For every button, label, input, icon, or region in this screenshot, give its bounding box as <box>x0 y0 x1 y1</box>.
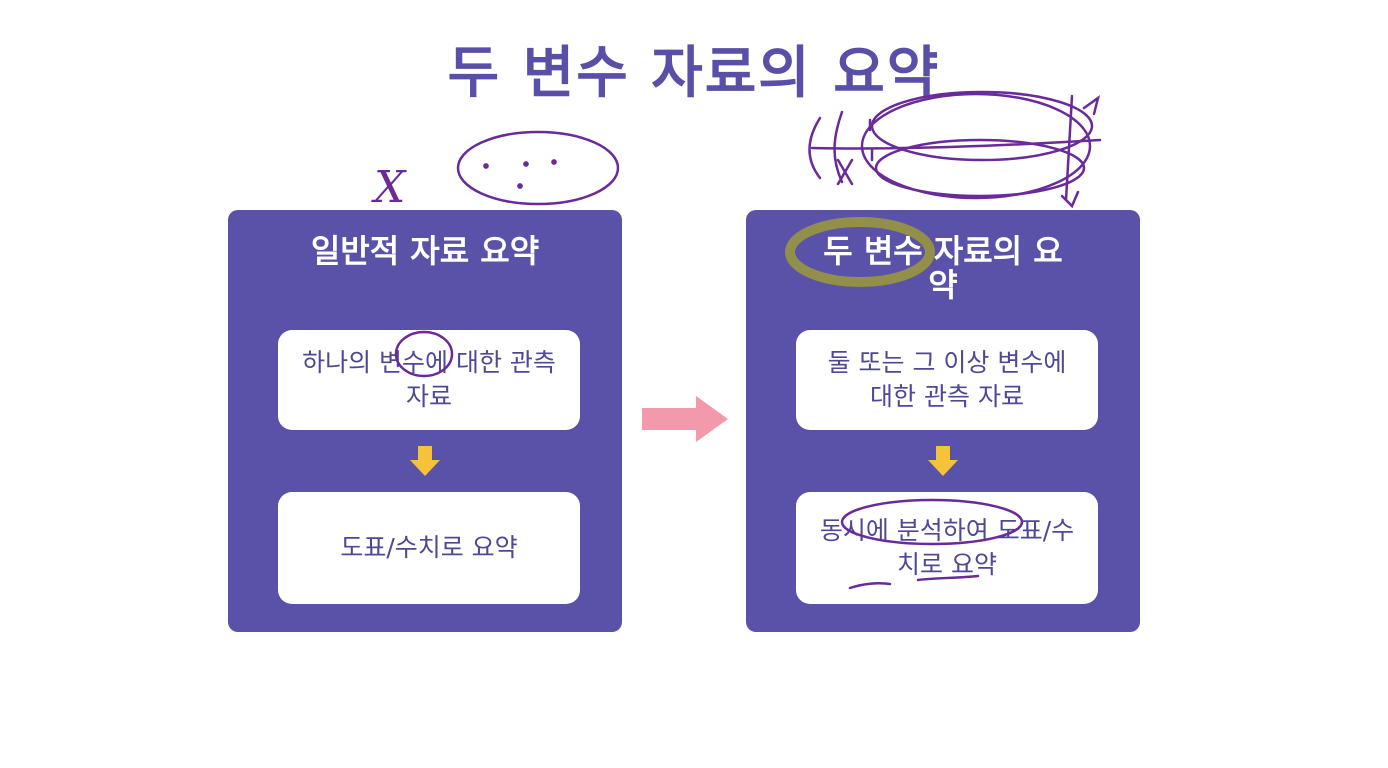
panel-title: 일반적 자료 요약 <box>310 232 540 270</box>
sketch-line <box>810 138 1102 150</box>
arrow-right-icon <box>642 396 728 442</box>
slide-title: 두 변수 자료의 요약 <box>447 41 941 106</box>
sketch-arrow <box>1060 190 1080 209</box>
sketch-bracket <box>833 110 844 184</box>
definition-card: 하나의 변수에 대한 관측 자료 <box>278 330 580 430</box>
card-text: 동시에 분석하여 도표/수치로 요약 <box>819 516 1075 579</box>
arrow-down-icon <box>928 446 958 476</box>
sketch-ellipse <box>860 92 1092 200</box>
x-mark: X <box>371 162 407 213</box>
definition-card: 둘 또는 그 이상 변수에 대한 관측 자료 <box>796 330 1098 430</box>
card-text: 도표/수치로 요약 <box>340 533 518 562</box>
sketch-bracket <box>808 116 822 180</box>
arrow-down-icon <box>410 446 440 476</box>
sketch-mark <box>868 118 874 162</box>
sketch-ellipse <box>874 138 1086 198</box>
summary-card: 동시에 분석하여 도표/수치로 요약 <box>796 492 1098 604</box>
card-text: 하나의 변수에 대한 관측 자료 <box>302 348 556 411</box>
panel-title: 두 변수 자료의 요약 <box>823 232 1063 304</box>
scatter-ellipse <box>456 130 620 206</box>
sketch-arrow <box>1064 94 1101 202</box>
panel-univariate: 일반적 자료 요약 하나의 변수에 대한 관측 자료 도표/수치로 요약 <box>228 210 622 632</box>
panel-bivariate: 두 변수 자료의 요약 둘 또는 그 이상 변수에 대한 관측 자료 동시에 분… <box>746 210 1140 632</box>
summary-card: 도표/수치로 요약 <box>278 492 580 604</box>
card-text: 둘 또는 그 이상 변수에 대한 관측 자료 <box>827 348 1067 411</box>
sketch-mark <box>836 158 854 186</box>
